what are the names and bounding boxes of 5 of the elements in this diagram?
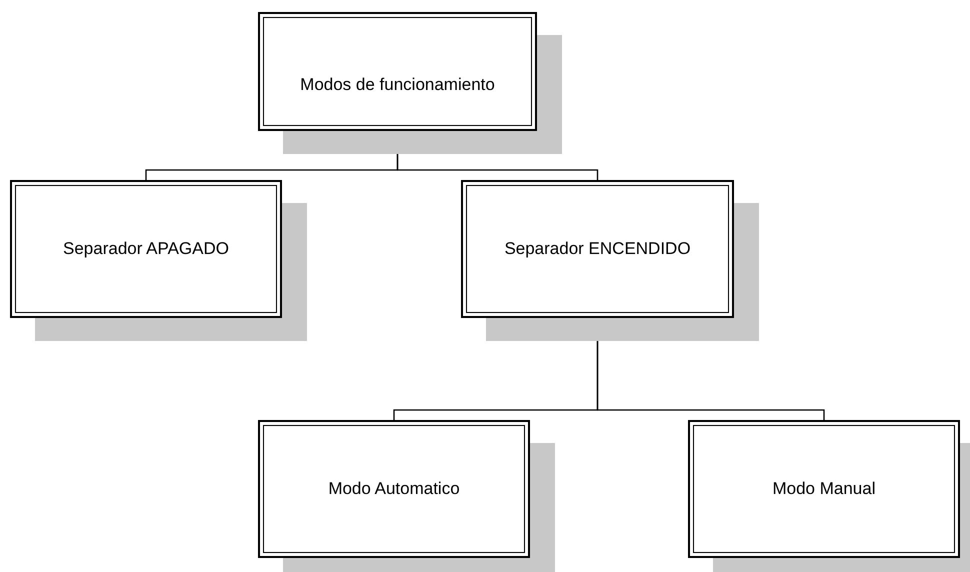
box-label: Modos de funcionamiento bbox=[300, 74, 495, 96]
box-label: Separador ENCENDIDO bbox=[504, 238, 691, 260]
box-label: Modo Manual bbox=[772, 478, 876, 500]
box-label: Modo Automatico bbox=[328, 478, 460, 500]
box-label: Separador APAGADO bbox=[63, 238, 229, 260]
